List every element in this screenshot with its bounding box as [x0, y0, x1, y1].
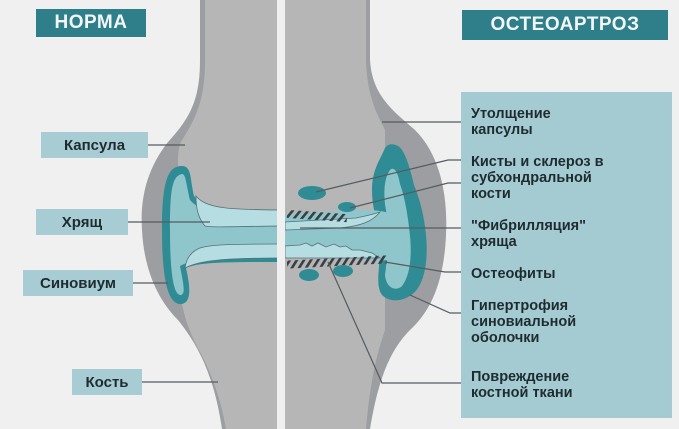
label-synovial-hypertrophy: Гипертрофия синовиальной оболочки — [471, 298, 577, 346]
right-leader-lines — [300, 121, 461, 384]
oa-cyst-1 — [298, 186, 326, 200]
label-cartilage: Хрящ — [36, 209, 128, 235]
header-osteoarthritis: ОСТЕОАРТРОЗ — [462, 10, 668, 40]
osteoarthritis-labels-panel: Утолщение капсулы Кисты и склероз в субх… — [461, 92, 672, 418]
label-capsule: Капсула — [41, 132, 148, 158]
center-divider — [277, 0, 285, 429]
label-bone-damage: Повреждение костной ткани — [471, 369, 573, 401]
normal-cartilage-upper — [195, 194, 277, 228]
oa-sclerosis-upper — [286, 209, 348, 223]
oa-cyst-4 — [333, 265, 353, 277]
label-synovium: Синовиум — [23, 270, 133, 296]
header-normal: НОРМА — [36, 9, 146, 37]
label-osteophytes: Остеофиты — [471, 266, 556, 282]
label-bone: Кость — [72, 369, 142, 395]
osteoarthritis-joint — [285, 0, 447, 429]
oa-cyst-2 — [338, 202, 356, 212]
normal-cartilage-lower — [184, 243, 277, 269]
left-leader-lines — [128, 144, 218, 383]
label-cartilage-fibrillation: "Фибрилляция" хряща — [471, 218, 586, 250]
oa-cyst-3 — [299, 269, 319, 281]
label-capsule-thickening: Утолщение капсулы — [471, 106, 551, 138]
oa-sclerosis-lower — [286, 255, 388, 269]
normal-joint — [141, 0, 277, 429]
label-cysts-sclerosis: Кисты и склероз в субхондральной кости — [471, 154, 604, 202]
